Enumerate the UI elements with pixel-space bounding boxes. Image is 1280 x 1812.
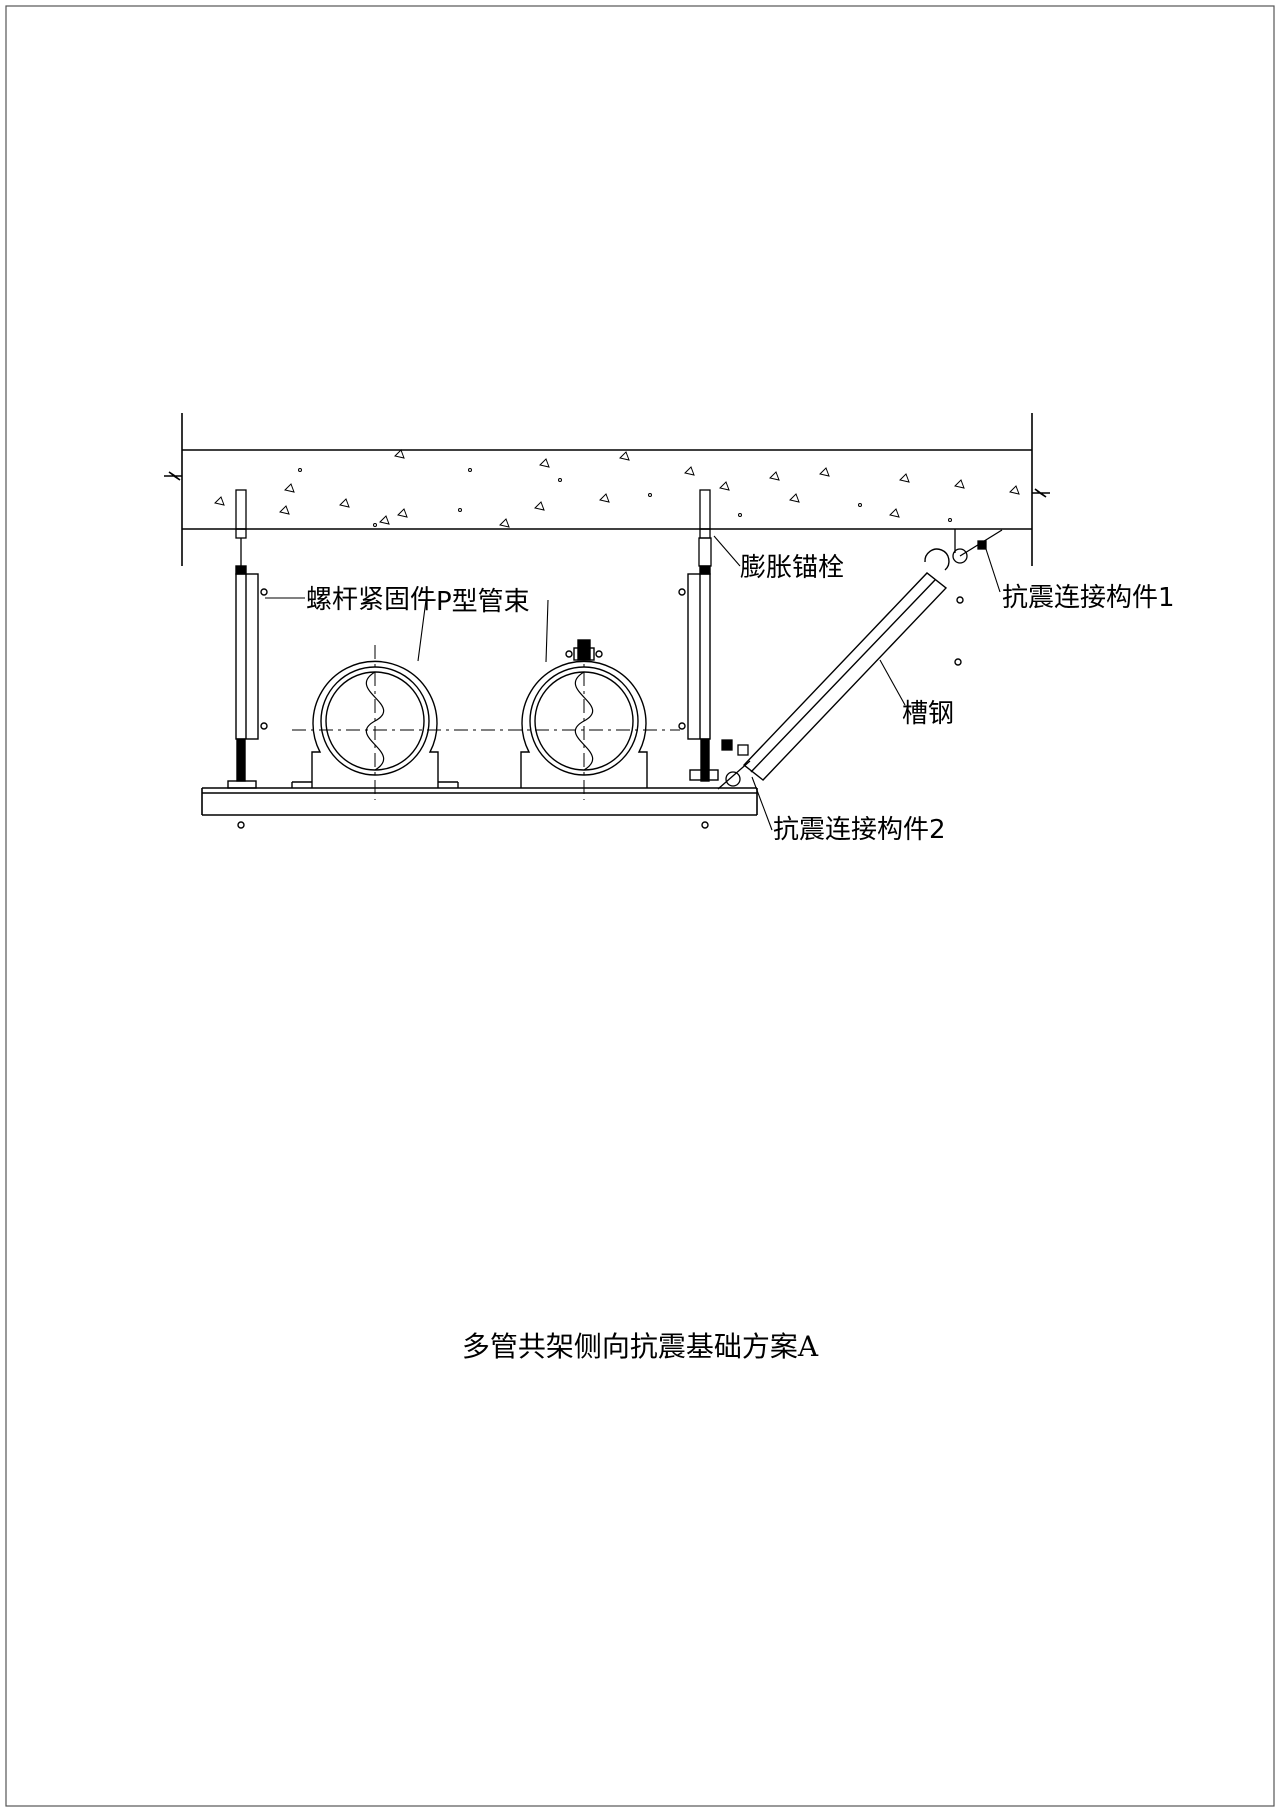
- concrete-hatch: [214, 449, 1020, 528]
- label-rod-fastener: 螺杆紧固件: [306, 585, 436, 615]
- leader-lines: [265, 535, 1001, 831]
- label-anchor-bolt: 膨胀锚栓: [740, 553, 844, 583]
- anchor-bolt-right: [698, 489, 712, 567]
- label-p-clamp: P型管束: [436, 587, 530, 617]
- diagonal-brace: [742, 548, 964, 781]
- base-channel: [201, 787, 758, 816]
- concrete-slab: [164, 413, 1050, 566]
- label-channel-steel: 槽钢: [902, 699, 954, 729]
- pipe-1: [291, 660, 459, 788]
- hanger-rod-left: [227, 565, 268, 829]
- pipe-2: [520, 639, 648, 788]
- anchor-bolt-left: [235, 489, 247, 566]
- label-seismic-connector-1: 抗震连接构件1: [1002, 583, 1175, 613]
- label-seismic-connector-2: 抗震连接构件2: [773, 815, 946, 845]
- page-border: [5, 5, 1275, 1807]
- seismic-connector-top: [952, 529, 1003, 564]
- drawing-caption: 多管共架侧向抗震基础方案A: [462, 1330, 819, 1363]
- seismic-connector-bottom: [717, 739, 751, 790]
- hanger-rod-right: [678, 565, 719, 829]
